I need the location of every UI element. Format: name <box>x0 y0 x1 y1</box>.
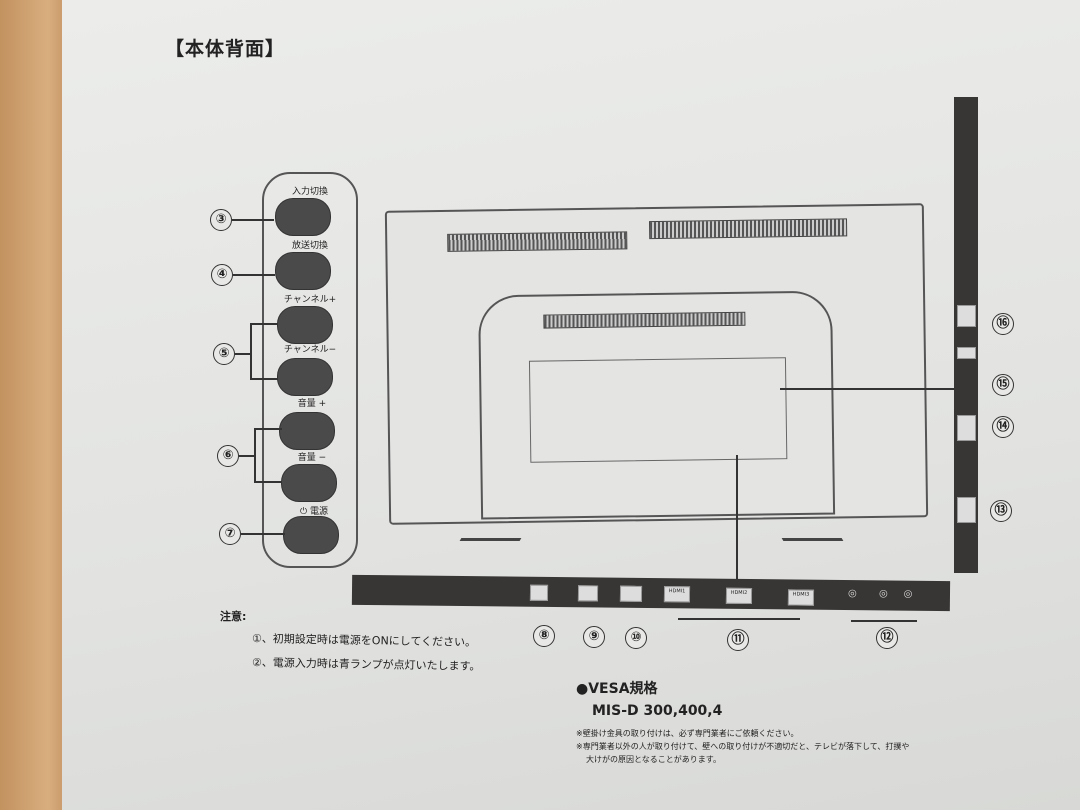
vent-grill <box>543 311 746 329</box>
control-button-panel: 入力切換 放送切換 チャンネル+ チャンネル− 音量 + 音量 − ⏻ 電源 <box>262 172 358 568</box>
broadcast-switch-button <box>275 252 331 290</box>
button-label: チャンネル− <box>283 345 337 355</box>
callout-number: ⑫ <box>876 627 898 649</box>
vent-grill <box>649 218 848 240</box>
power-button <box>283 516 339 554</box>
hdmi1-port: HDMI1 <box>663 586 691 603</box>
callout-number: ⑨ <box>583 626 605 648</box>
port-10 <box>619 585 643 602</box>
earphone-port <box>957 305 976 327</box>
page-title: 【本体背面】 <box>165 38 286 60</box>
hdmi3-port: HDMI3 <box>787 589 815 606</box>
terrestrial-antenna-port <box>957 415 976 441</box>
av-input-jacks: ◎ ◎ ◎ <box>847 588 913 600</box>
callout-number: ⑩ <box>625 627 647 649</box>
input-switch-button <box>275 198 331 236</box>
button-label: チャンネル+ <box>283 295 337 305</box>
vesa-spec: MIS-D 300,400,4 <box>592 703 723 719</box>
callout-number: ⑤ <box>213 343 235 365</box>
volume-up-button <box>279 412 335 450</box>
callout-number: ⑧ <box>533 625 555 647</box>
callout-number: ⑦ <box>219 523 241 545</box>
button-label: 音量 − <box>297 453 327 463</box>
hdmi2-port: HDMI2 <box>725 587 753 605</box>
vesa-panel <box>528 357 788 463</box>
bs-cs-antenna-port <box>957 497 976 523</box>
callout-number: ⑪ <box>727 629 749 651</box>
vent-grill <box>447 231 628 252</box>
callout-number: ⑭ <box>992 416 1014 438</box>
side-port-strip <box>954 97 978 573</box>
callout-number: ⑯ <box>992 313 1014 335</box>
usb-port <box>577 585 599 602</box>
button-label: 音量 + <box>297 399 327 409</box>
channel-down-button <box>277 358 333 396</box>
callout-number: ⑥ <box>217 445 239 467</box>
callout-number: ⑮ <box>992 374 1014 396</box>
channel-up-button <box>277 306 333 344</box>
button-label: 入力切換 <box>291 187 328 197</box>
volume-down-button <box>281 464 337 502</box>
usb-port-side <box>957 347 976 359</box>
button-label: ⏻ 電源 <box>300 507 328 517</box>
button-label: 放送切換 <box>291 241 328 251</box>
vesa-remark: ※専門業者以外の人が取り付けて、壁への取り付けが不適切だと、テレビが落下して、打… <box>576 742 910 751</box>
notes-heading: 注意: <box>220 610 247 623</box>
port-8 <box>529 584 549 601</box>
vesa-heading: ●VESA規格 <box>576 681 658 697</box>
tv-rear-illustration <box>384 203 929 525</box>
vesa-remark: 大けがの原因となることがあります。 <box>586 755 721 764</box>
vesa-remark: ※壁掛け金具の取り付けは、必ず専門業者にご依頼ください。 <box>576 729 799 738</box>
bottom-port-strip: HDMI1 HDMI2 HDMI3 ◎ ◎ ◎ <box>351 574 951 612</box>
callout-number: ⑬ <box>990 500 1012 522</box>
callout-number: ③ <box>210 209 232 231</box>
callout-number: ④ <box>211 264 233 286</box>
